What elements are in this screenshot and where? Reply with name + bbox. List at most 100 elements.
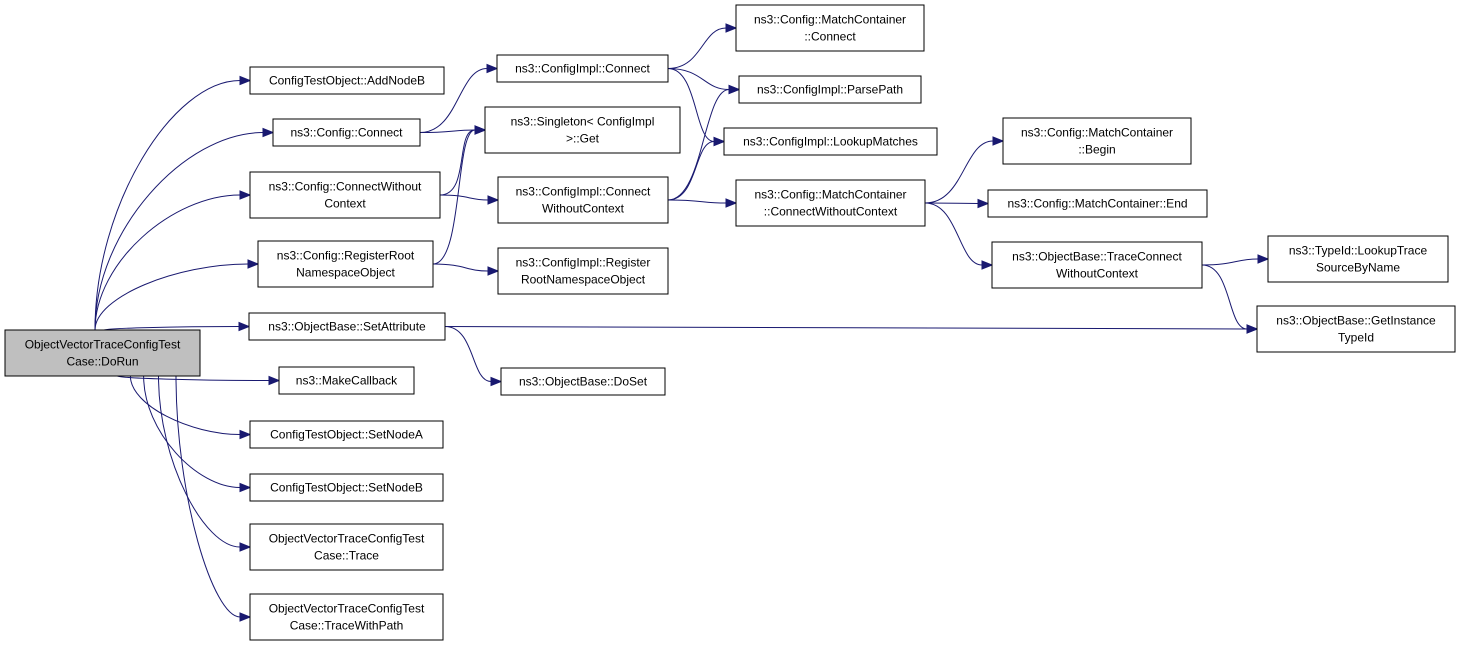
node-mce[interactable]: ns3::Config::MatchContainer::End <box>987 189 1208 218</box>
node-box <box>735 4 925 52</box>
node-label: ns3::ConfigImpl::ParsePath <box>757 83 903 97</box>
node-label: ns3::Config::MatchContainer <box>754 13 906 27</box>
node-label: NamespaceObject <box>296 266 395 280</box>
node-sa[interactable]: ns3::ObjectBase::SetAttribute <box>248 312 446 341</box>
node-box <box>738 75 922 104</box>
node-label: ns3::Config::Connect <box>290 126 403 140</box>
node-box <box>4 329 201 377</box>
node-addB[interactable]: ConfigTestObject::AddNodeB <box>249 66 445 95</box>
node-mcc[interactable]: ns3::Config::MatchContainer::Connect <box>735 4 925 52</box>
node-cc[interactable]: ns3::Config::Connect <box>272 118 421 147</box>
arrowhead-cwc-cicw <box>487 195 500 205</box>
node-box <box>249 593 444 641</box>
node-cir[interactable]: ns3::ConfigImpl::RegisterRootNamespaceOb… <box>497 247 669 295</box>
node-label: >::Get <box>566 132 600 146</box>
node-sna[interactable]: ConfigTestObject::SetNodeA <box>249 420 444 449</box>
arrowhead-root-rrno <box>247 259 260 269</box>
arrowhead-cicw-mccw <box>725 198 738 208</box>
node-label: WithoutContext <box>542 202 625 216</box>
node-label: ns3::Config::ConnectWithout <box>269 180 422 194</box>
arrowhead-cc-cic <box>486 63 499 74</box>
node-label: ObjectVectorTraceConfigTest <box>269 532 425 546</box>
edge-mccw-mce <box>924 202 979 204</box>
edge-mccw-mcbg <box>924 140 994 204</box>
node-box <box>248 312 446 341</box>
edge-tcw-lts <box>1201 258 1259 266</box>
node-label: ns3::TypeId::LookupTrace <box>1289 244 1428 258</box>
node-sg[interactable]: ns3::Singleton< ConfigImpl>::Get <box>484 106 681 154</box>
node-box <box>1267 235 1449 283</box>
node-label: ns3::ObjectBase::GetInstance <box>1276 314 1436 328</box>
node-mccw[interactable]: ns3::Config::MatchContainer::ConnectWith… <box>735 179 926 227</box>
node-label: Case::Trace <box>314 549 379 563</box>
edges-layer <box>94 23 1270 622</box>
node-label: ns3::ObjectBase::TraceConnect <box>1012 250 1182 264</box>
node-cwc[interactable]: ns3::Config::ConnectWithoutContext <box>249 171 441 219</box>
node-mcbg[interactable]: ns3::Config::MatchContainer::Begin <box>1002 117 1192 165</box>
node-mcb[interactable]: ns3::MakeCallback <box>278 366 415 395</box>
edge-root-addB <box>94 80 241 331</box>
edge-cicw-lm <box>667 141 715 201</box>
arrowhead-mccw-mcbg <box>992 136 1005 146</box>
node-cicw[interactable]: ns3::ConfigImpl::ConnectWithoutContext <box>497 176 669 224</box>
node-box <box>987 189 1208 218</box>
edge-cicw-mccw <box>667 199 727 204</box>
node-label: TypeId <box>1338 331 1374 345</box>
node-box <box>249 420 444 449</box>
node-box <box>497 247 669 295</box>
node-label: ns3::MakeCallback <box>296 374 398 388</box>
edge-tcw-git <box>1201 264 1248 330</box>
arrowhead-root-sna <box>239 429 252 440</box>
node-label: ::Connect <box>804 30 856 44</box>
edge-cicw-pp <box>667 89 730 201</box>
node-ds[interactable]: ns3::ObjectBase::DoSet <box>500 367 666 396</box>
arrowhead-root-snb <box>239 482 252 493</box>
edge-mccw-tcw <box>924 202 983 266</box>
node-box <box>257 240 434 288</box>
node-snb[interactable]: ConfigTestObject::SetNodeB <box>249 473 444 502</box>
arrowhead-root-addB <box>239 75 252 86</box>
node-box <box>496 54 669 83</box>
node-label: ns3::Config::MatchContainer <box>1021 126 1173 140</box>
node-lm[interactable]: ns3::ConfigImpl::LookupMatches <box>723 127 938 156</box>
arrowhead-cicw-lm <box>713 136 726 147</box>
node-label: ObjectVectorTraceConfigTest <box>25 338 181 352</box>
arrowhead-rrno-sg <box>474 125 487 135</box>
node-label: ns3::ConfigImpl::Register <box>516 256 651 270</box>
edge-root-twp <box>175 375 241 618</box>
node-label: RootNamespaceObject <box>521 273 646 287</box>
node-box <box>484 106 681 154</box>
node-label: Case::DoRun <box>66 355 138 369</box>
arrowhead-sa-ds <box>490 376 503 387</box>
node-twp[interactable]: ObjectVectorTraceConfigTestCase::TraceWi… <box>249 593 444 641</box>
edge-root-tr <box>158 375 241 548</box>
node-label: ns3::ObjectBase::SetAttribute <box>268 320 426 334</box>
node-cic[interactable]: ns3::ConfigImpl::Connect <box>496 54 669 83</box>
edge-cwc-cicw <box>439 194 489 201</box>
edge-root-rrno <box>94 263 249 331</box>
edge-root-cc <box>94 132 264 331</box>
arrowhead-tcw-lts <box>1257 254 1270 264</box>
node-box <box>500 367 666 396</box>
node-label: ObjectVectorTraceConfigTest <box>269 602 425 616</box>
edge-root-cwc <box>94 194 241 331</box>
node-box <box>991 241 1203 289</box>
node-tcw[interactable]: ns3::ObjectBase::TraceConnectWithoutCont… <box>991 241 1203 289</box>
node-pp[interactable]: ns3::ConfigImpl::ParsePath <box>738 75 922 104</box>
node-label: SourceByName <box>1316 261 1400 275</box>
node-label: ConfigTestObject::SetNodeB <box>270 481 423 495</box>
node-box <box>249 171 441 219</box>
node-box <box>497 176 669 224</box>
node-label: ns3::Config::MatchContainer::End <box>1007 197 1187 211</box>
edge-root-sna <box>129 375 241 435</box>
edge-root-sa <box>102 326 240 331</box>
edge-cwc-sg <box>439 129 476 196</box>
node-box <box>278 366 415 395</box>
arrowhead-mccw-mce <box>977 198 990 209</box>
